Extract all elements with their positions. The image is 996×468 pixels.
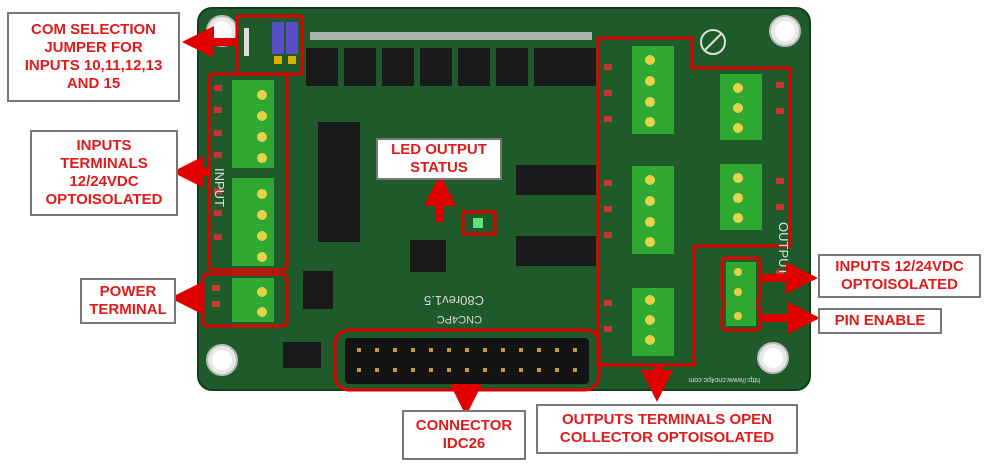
- input-leds-left: [214, 85, 222, 240]
- callout-connector: CONNECTOR IDC26: [402, 410, 526, 460]
- callout-pin-enable: PIN ENABLE: [818, 308, 942, 334]
- arrow-icons: [170, 26, 820, 416]
- right-terminal-block: [726, 262, 756, 326]
- silk-output: OUTPUT: [776, 222, 791, 276]
- callout-inputs-terminals: INPUTS TERMINALS 12/24VDC OPTOISOLATED: [30, 130, 178, 216]
- silk-model: C80rev1.5: [424, 293, 484, 308]
- callout-com-jumper: COM SELECTION JUMPER FOR INPUTS 10,11,12…: [7, 12, 180, 102]
- silk-website: http://www.cnc4pc.com: [688, 376, 760, 383]
- idc26-connector: [345, 338, 589, 384]
- idc26-pins: [357, 348, 577, 372]
- inputs-terminal-blocks: [232, 80, 274, 266]
- silk-input: INPUT: [212, 168, 227, 207]
- callout-inputs-right: INPUTS 12/24VDC OPTOISOLATED: [818, 254, 981, 298]
- silk-brand: CNC4PC: [437, 313, 482, 325]
- callout-outputs-terminals: OUTPUTS TERMINALS OPEN COLLECTOR OPTOISO…: [536, 404, 798, 454]
- outputs-highlight: [596, 36, 792, 367]
- main-ic: [318, 122, 360, 242]
- output-leds: [604, 64, 784, 332]
- small-chips: [283, 165, 596, 368]
- top-chip-row: [306, 48, 596, 86]
- com-jumper: [235, 14, 304, 76]
- callout-led-output: LED OUTPUT STATUS: [376, 138, 502, 180]
- inputs-terminal-highlight: [207, 72, 289, 272]
- led-output: [473, 218, 483, 228]
- callout-power-terminal: POWER TERMINAL: [80, 278, 176, 324]
- led-output-highlight: [461, 210, 497, 236]
- power-terminal-block: [212, 278, 274, 322]
- top-pin-row: [310, 32, 592, 40]
- output-terminal-blocks: [632, 46, 762, 356]
- no-symbol-icon: [700, 29, 726, 55]
